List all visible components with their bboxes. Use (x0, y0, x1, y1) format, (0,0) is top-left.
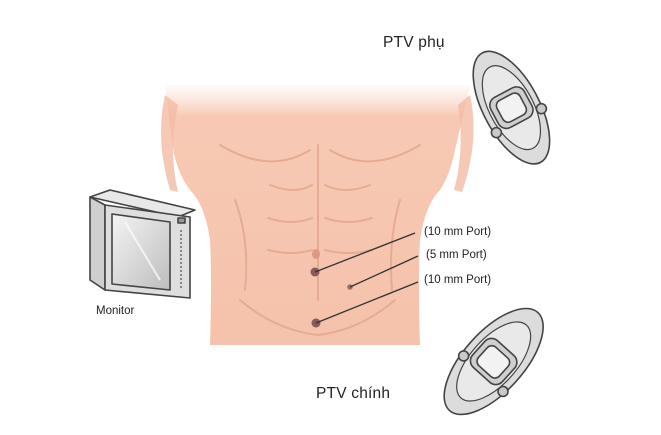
port-1-label: (10 mm Port) (424, 226, 492, 238)
left-arm-hint (161, 95, 178, 192)
port-3-marker (311, 281, 419, 328)
monitor-device (89, 189, 196, 299)
assistant-surgeon-label: PTV phụ (383, 34, 445, 51)
assistant-surgeon-figure (472, 50, 551, 165)
port-3-label: (10 mm Port) (424, 274, 492, 286)
main-hand-left (457, 350, 470, 362)
main-surgeon-label: PTV chính (316, 385, 391, 402)
assistant-hand-left (490, 126, 503, 139)
monitor-screen (111, 213, 171, 291)
port-2-marker (347, 255, 419, 290)
monitor-button (177, 217, 186, 224)
port-3-leader (315, 281, 419, 324)
port-2-leader (349, 255, 419, 288)
monitor-top (89, 189, 196, 218)
main-hand-right (497, 385, 509, 398)
port-1-leader (314, 232, 416, 273)
port-1-marker (310, 232, 416, 277)
main-surgeon-figure (443, 307, 544, 416)
port-2-label: (5 mm Port) (426, 249, 487, 261)
navel (312, 249, 320, 259)
assistant-hand-right (535, 102, 548, 115)
main-cap (476, 344, 511, 379)
patient-torso (161, 85, 474, 345)
monitor-side (89, 196, 106, 291)
screen-glare (124, 221, 161, 281)
monitor-label: Monitor (96, 305, 135, 317)
right-arm-hint (454, 95, 474, 192)
assistant-cap (495, 92, 528, 124)
